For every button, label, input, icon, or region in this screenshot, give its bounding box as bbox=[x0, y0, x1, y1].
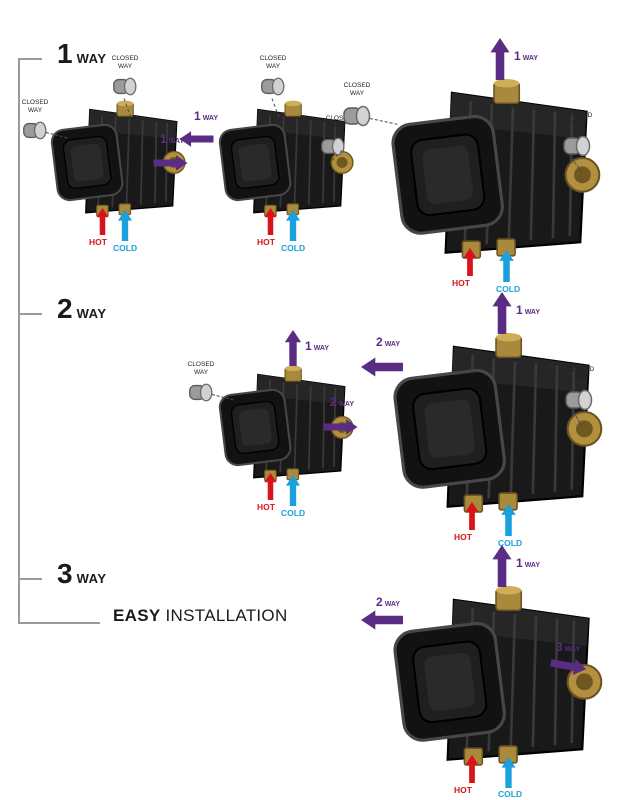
hot-label: HOT bbox=[257, 502, 275, 512]
way-number: 1 bbox=[516, 556, 523, 570]
section-1-number: 1 bbox=[57, 38, 73, 69]
hot-label: HOT bbox=[454, 785, 472, 795]
way-word: WAY bbox=[522, 55, 538, 62]
closed-line2: WAY bbox=[265, 63, 281, 70]
bracket-tick-1way bbox=[18, 58, 42, 60]
way-1-label: 1 WAY bbox=[160, 133, 184, 145]
closed-line1: CLOSED bbox=[21, 99, 49, 106]
closed-line2: WAY bbox=[349, 90, 365, 97]
way-word: WAY bbox=[168, 138, 184, 145]
cold-label: COLD bbox=[498, 789, 523, 799]
hot-label: HOT bbox=[257, 237, 275, 247]
way-2-label: 2 WAY bbox=[330, 396, 354, 408]
closed-line2: WAY bbox=[573, 374, 589, 381]
section-2-word: WAY bbox=[76, 306, 107, 321]
way-1-label: 1 WAY bbox=[194, 110, 218, 122]
closed-line1: CLOSED bbox=[565, 112, 593, 119]
bracket-tick-2way bbox=[18, 313, 42, 315]
way-word: WAY bbox=[313, 345, 329, 352]
way-2-label: 2 WAY bbox=[376, 596, 400, 608]
hot-label: HOT bbox=[454, 532, 472, 542]
way-number: 1 bbox=[516, 303, 523, 317]
hot-label: HOT bbox=[89, 237, 107, 247]
closed-way-label: CLOSED WAY bbox=[176, 361, 226, 377]
closed-line2: WAY bbox=[331, 123, 347, 130]
closed-line1: CLOSED bbox=[111, 55, 139, 62]
easy-installation-text: EASY INSTALLATION bbox=[113, 606, 288, 626]
easy-regular: INSTALLATION bbox=[165, 606, 288, 625]
way-1-label: 1 WAY bbox=[514, 50, 538, 62]
hot-arrow bbox=[465, 755, 479, 783]
section-heading-1way: 1 WAY bbox=[57, 40, 107, 68]
way-number: 3 bbox=[556, 640, 563, 654]
way-number: 2 bbox=[376, 335, 383, 349]
way-word: WAY bbox=[384, 341, 400, 348]
cold-arrow bbox=[500, 757, 517, 788]
way-1-arrow bbox=[492, 545, 512, 587]
cold-label: COLD bbox=[498, 538, 523, 548]
section-heading-3way: 3 WAY bbox=[57, 560, 107, 588]
closed-line2: WAY bbox=[571, 120, 587, 127]
section-2-number: 2 bbox=[57, 293, 73, 324]
closed-way-label: CLOSED WAY bbox=[10, 99, 60, 115]
way-number: 1 bbox=[160, 132, 167, 146]
closed-line1: CLOSED bbox=[187, 361, 215, 368]
way-2-label: 2 WAY bbox=[376, 336, 400, 348]
closed-way-label: CLOSED WAY bbox=[100, 55, 150, 71]
closed-way-label: CLOSED WAY bbox=[552, 112, 606, 128]
closed-way-label: CLOSED WAY bbox=[554, 366, 608, 382]
closed-line2: WAY bbox=[193, 369, 209, 376]
closed-line1: CLOSED bbox=[343, 82, 371, 89]
closed-way-label: CLOSED WAY bbox=[248, 55, 298, 71]
way-word: WAY bbox=[202, 115, 218, 122]
closed-line1: CLOSED bbox=[259, 55, 287, 62]
section-1-word: WAY bbox=[76, 51, 107, 66]
way-2-arrow bbox=[361, 610, 403, 630]
way-1-label: 1 WAY bbox=[516, 557, 540, 569]
way-3-label: 3 WAY bbox=[556, 641, 580, 653]
cold-label: COLD bbox=[496, 284, 521, 294]
bracket-vertical-line bbox=[18, 58, 20, 622]
way-word: WAY bbox=[564, 646, 580, 653]
way-1-label: 1 WAY bbox=[305, 340, 329, 352]
way-word: WAY bbox=[338, 401, 354, 408]
easy-bold: EASY bbox=[113, 606, 161, 625]
closed-way-label: CLOSED WAY bbox=[314, 115, 364, 131]
section-3-word: WAY bbox=[76, 571, 107, 586]
way-number: 1 bbox=[305, 339, 312, 353]
closed-line2: WAY bbox=[27, 107, 43, 114]
section-3-number: 3 bbox=[57, 558, 73, 589]
way-number: 1 bbox=[514, 49, 521, 63]
cold-label: COLD bbox=[113, 243, 138, 253]
hot-label: HOT bbox=[452, 278, 470, 288]
closed-line1: CLOSED bbox=[567, 366, 595, 373]
cold-label: COLD bbox=[281, 508, 306, 518]
closed-line2: WAY bbox=[117, 63, 133, 70]
way-number: 2 bbox=[330, 395, 337, 409]
way-number: 1 bbox=[194, 109, 201, 123]
way-number: 2 bbox=[376, 595, 383, 609]
way-word: WAY bbox=[384, 601, 400, 608]
valve-body-illustration bbox=[380, 585, 612, 785]
bracket-tick-easy bbox=[18, 622, 100, 624]
closed-line1: CLOSED bbox=[325, 115, 353, 122]
way-word: WAY bbox=[524, 562, 540, 569]
closed-way-label: CLOSED WAY bbox=[330, 82, 384, 98]
way-word: WAY bbox=[524, 309, 540, 316]
section-heading-2way: 2 WAY bbox=[57, 295, 107, 323]
bracket-tick-3way bbox=[18, 578, 42, 580]
cold-label: COLD bbox=[281, 243, 306, 253]
way-1-label: 1 WAY bbox=[516, 304, 540, 316]
